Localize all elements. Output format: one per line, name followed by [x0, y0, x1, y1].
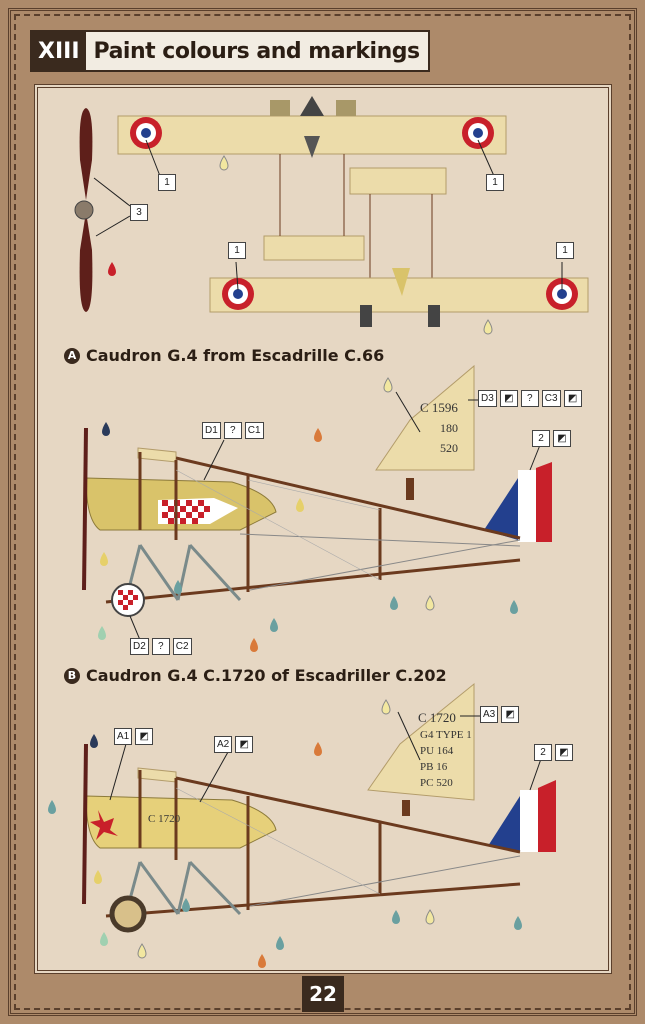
profile-b-badge: B — [64, 667, 80, 684]
tail-b-line2: G4 TYPE 1 — [420, 729, 472, 741]
decal-question-icon: ? — [151, 638, 170, 655]
callout-top-1a: 1 — [158, 174, 176, 191]
callout-top-1b: 1 — [486, 174, 504, 191]
tail-a-serial: C 1596 — [420, 400, 458, 415]
callout-a-wheel: D2 ? C2 — [130, 638, 192, 655]
decal-question-icon: ? — [520, 390, 539, 407]
callout-a-fuselage: D1 ? C1 — [202, 422, 264, 439]
decal-question-icon: ? — [223, 422, 242, 439]
profile-a-title: Caudron G.4 from Escadrille C.66 — [86, 346, 385, 365]
section-title: XIII Paint colours and markings — [30, 30, 430, 72]
profile-a-drawing — [82, 364, 552, 617]
decal-side-icon: ◩ — [235, 736, 254, 753]
paint-drops — [48, 155, 522, 968]
profile-b-drawing — [82, 682, 556, 933]
tail-a-line2: 180 — [440, 421, 458, 435]
profile-a-heading: A Caudron G.4 from Escadrille C.66 — [64, 346, 384, 365]
tailplane-plan — [263, 154, 447, 280]
callout-a-rudder: 2 ◩ — [532, 430, 571, 447]
tail-b-line3: PU 164 — [420, 745, 454, 757]
callout-b-a3: A3 ◩ — [480, 706, 520, 723]
tail-a-line3: 520 — [440, 441, 458, 455]
callout-top-1d: 1 — [556, 242, 574, 259]
upper-wing-plan — [117, 96, 507, 158]
profile-a-badge: A — [64, 347, 80, 364]
fuselage-b-serial: C 1720 — [148, 813, 181, 825]
tail-b-line5: PC 520 — [420, 777, 453, 789]
callout-a-tail: D3 ◩ ? C3 ◩ — [478, 390, 582, 407]
page-number: 22 — [302, 976, 344, 1012]
decal-side-icon: ◩ — [555, 744, 573, 761]
outer-frame — [8, 8, 637, 1016]
decal-side-icon: ◩ — [135, 728, 154, 745]
lower-wing-plan — [209, 268, 589, 327]
decal-side-icon: ◩ — [563, 390, 582, 407]
propeller-drawing — [74, 108, 94, 312]
tail-markings-text: C 1596 180 520 C 1720 G4 TYPE 1 PU 164 P… — [148, 400, 472, 825]
section-number: XIII — [32, 32, 86, 70]
callout-top-3: 3 — [130, 204, 148, 221]
profile-b-heading: B Caudron G.4 C.1720 of Escadriller C.20… — [64, 666, 447, 685]
decal-side-icon: ◩ — [501, 706, 520, 723]
decal-side-icon: ◩ — [553, 430, 571, 447]
tail-b-serial: C 1720 — [418, 710, 456, 725]
page-title: Paint colours and markings — [93, 38, 421, 64]
callout-b-rudder: 2 ◩ — [534, 744, 573, 761]
callout-top-1c: 1 — [228, 242, 246, 259]
profile-b-title: Caudron G.4 C.1720 of Escadriller C.202 — [86, 666, 447, 685]
callout-b-a1: A1 ◩ — [114, 728, 154, 745]
tail-b-line4: PB 16 — [420, 761, 448, 773]
callout-b-a2: A2 ◩ — [214, 736, 254, 753]
decal-side-icon: ◩ — [499, 390, 518, 407]
